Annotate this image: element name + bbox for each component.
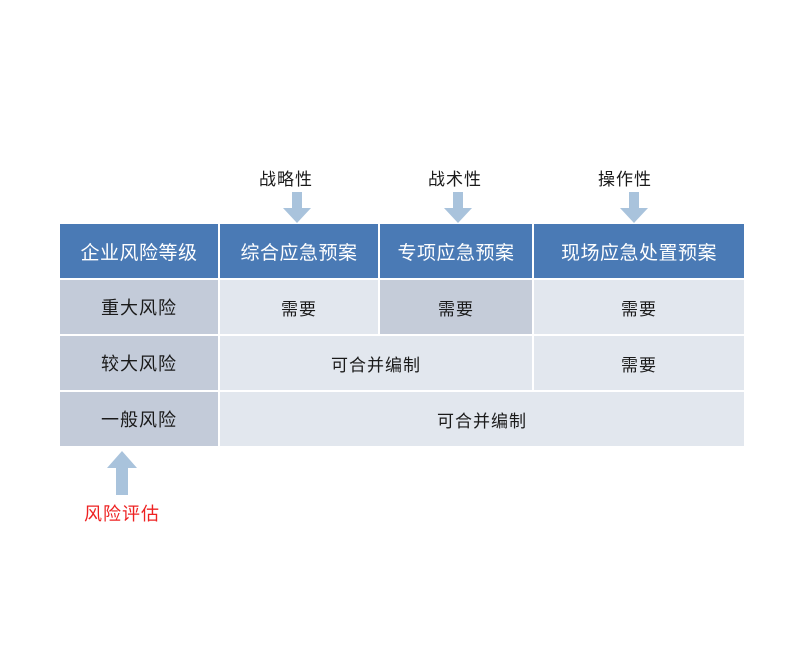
cell-significant-merged: 可合并编制 [220, 336, 532, 390]
risk-plan-matrix-table: 企业风险等级 综合应急预案 专项应急预案 现场应急处置预案 重大风险 需要 需要… [58, 222, 746, 448]
annotation-label-risk-assessment: 风险评估 [84, 504, 160, 525]
column-header-comprehensive-plan: 综合应急预案 [220, 224, 378, 278]
annotation-label-tactical: 战术性 [428, 170, 482, 190]
arrow-down-icon-tactical [444, 192, 472, 223]
row-header-major-risk: 重大风险 [60, 280, 218, 334]
table-row: 重大风险 需要 需要 需要 [60, 280, 744, 334]
arrow-down-icon-strategic [283, 192, 311, 223]
matrix-header-row-group: 企业风险等级 综合应急预案 专项应急预案 现场应急处置预案 [60, 224, 744, 278]
arrow-up-icon-risk-assessment [107, 451, 137, 495]
table-row: 一般风险 可合并编制 [60, 392, 744, 446]
cell-major-onsite: 需要 [534, 280, 744, 334]
row-header-significant-risk: 较大风险 [60, 336, 218, 390]
arrow-down-icon-operational [620, 192, 648, 223]
annotation-label-operational: 操作性 [598, 170, 652, 190]
cell-significant-onsite: 需要 [534, 336, 744, 390]
column-header-onsite-plan: 现场应急处置预案 [534, 224, 744, 278]
matrix-header-row: 企业风险等级 综合应急预案 专项应急预案 现场应急处置预案 [60, 224, 744, 278]
column-header-special-plan: 专项应急预案 [380, 224, 532, 278]
row-header-general-risk: 一般风险 [60, 392, 218, 446]
cell-major-comprehensive: 需要 [220, 280, 378, 334]
annotation-label-strategic: 战略性 [259, 170, 313, 190]
column-header-risk-level: 企业风险等级 [60, 224, 218, 278]
cell-major-special: 需要 [380, 280, 532, 334]
matrix-body: 重大风险 需要 需要 需要 较大风险 可合并编制 需要 一般风险 可合并编制 [60, 280, 744, 446]
table-row: 较大风险 可合并编制 需要 [60, 336, 744, 390]
cell-general-merged: 可合并编制 [220, 392, 744, 446]
